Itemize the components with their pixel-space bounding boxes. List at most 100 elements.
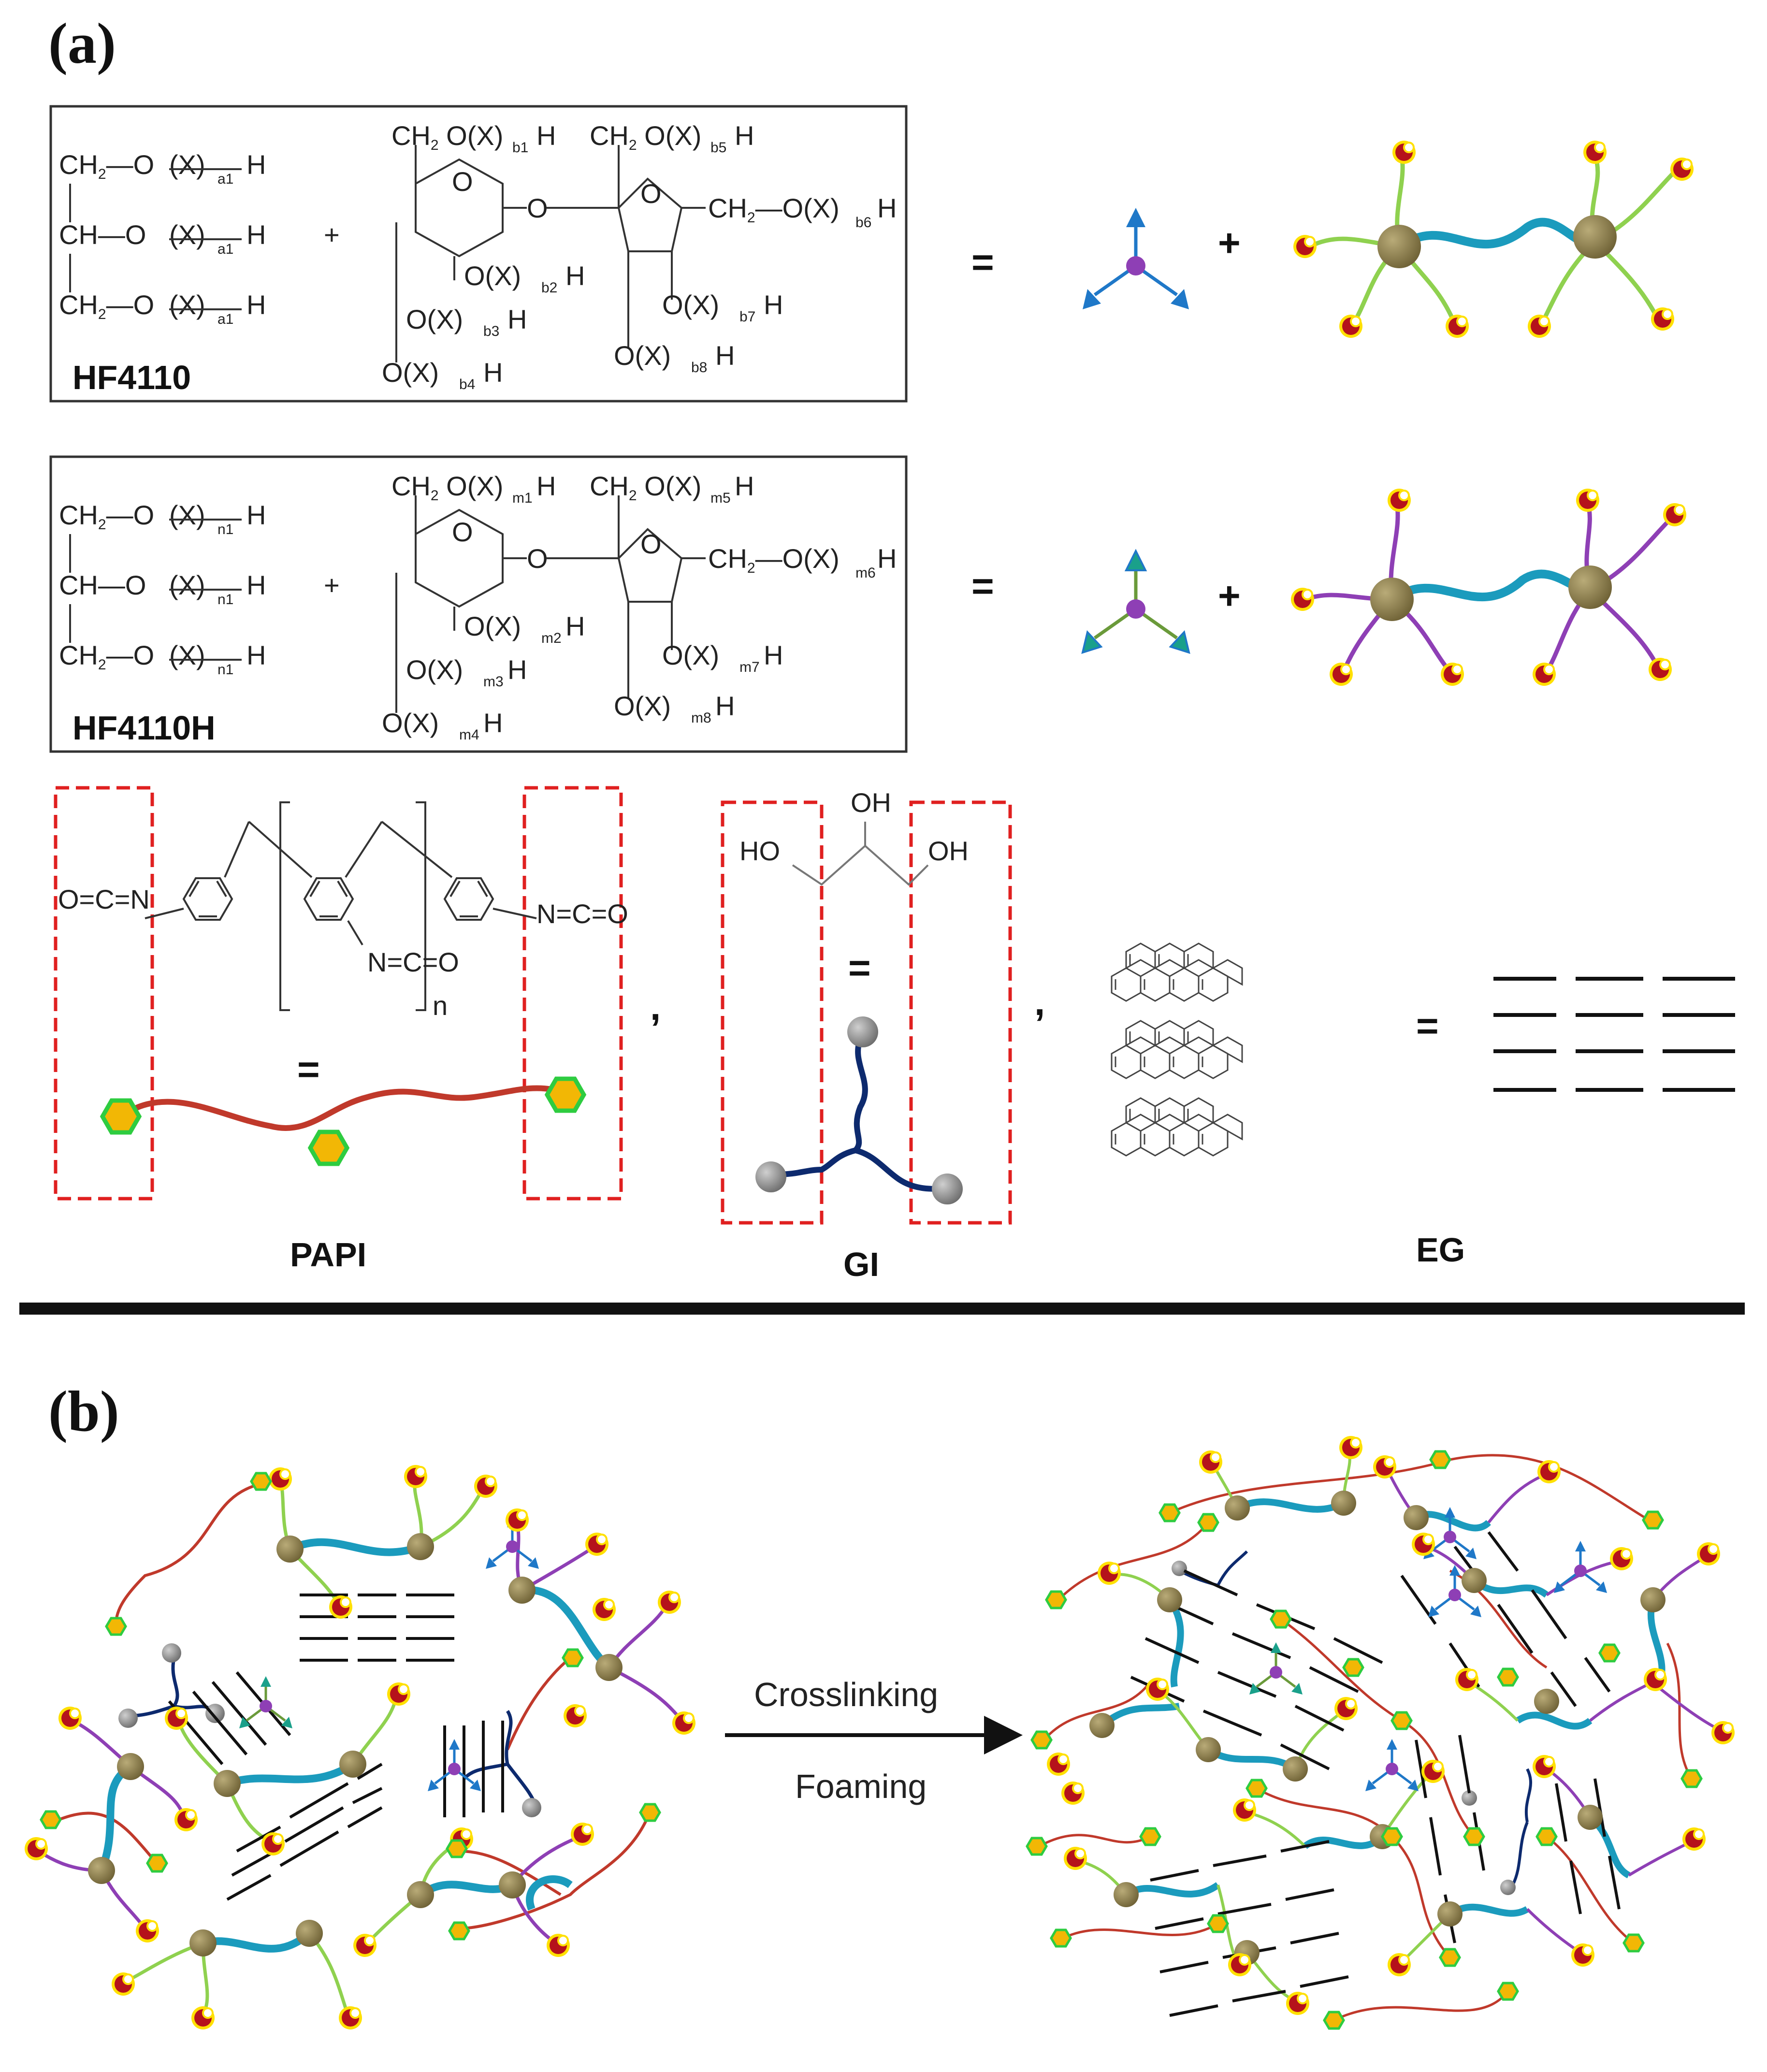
bridge-o: O xyxy=(527,543,548,574)
gi-block: HO OH OH = GI xyxy=(721,787,1012,1283)
svg-text:(X): (X) xyxy=(169,570,205,600)
svg-text:CH2—O: CH2—O xyxy=(59,290,154,322)
sub-m8: m8 xyxy=(691,710,711,726)
h-label: H xyxy=(764,290,783,320)
h-label: H xyxy=(764,640,783,670)
h-label: H xyxy=(536,471,556,501)
papi-block: n O=C=N N=C=O N=C=O = PAPI xyxy=(54,786,628,1274)
svg-text:O(X): O(X) xyxy=(614,340,671,371)
eg-name: EG xyxy=(1416,1231,1465,1269)
plus-sign: + xyxy=(1218,221,1241,264)
svg-text:CH2 O(X): CH2 O(X) xyxy=(590,471,701,504)
svg-text:CH2 O(X): CH2 O(X) xyxy=(391,471,503,504)
ring-o: O xyxy=(452,166,473,197)
svg-text:CH2 O(X): CH2 O(X) xyxy=(391,120,503,153)
hf4110-name: HF4110 xyxy=(72,359,191,396)
gi-oh-top: OH xyxy=(851,787,891,818)
h-label: H xyxy=(536,120,556,151)
svg-text:CH2—O(X): CH2—O(X) xyxy=(708,193,840,226)
hf4110h-cartoon xyxy=(1291,489,1686,686)
eg-sheets-icon xyxy=(1493,977,1735,1092)
svg-text:O(X): O(X) xyxy=(406,304,463,334)
equals-sign: = xyxy=(297,1048,320,1091)
comma: , xyxy=(1034,980,1045,1023)
panel-a-label: (a) xyxy=(48,11,116,75)
nco-mid: N=C=O xyxy=(367,947,459,977)
svg-text:O(X): O(X) xyxy=(614,691,671,721)
svg-text:O(X): O(X) xyxy=(382,357,439,388)
h-label: H xyxy=(565,261,585,291)
svg-text:O(X): O(X) xyxy=(662,640,719,670)
h-label: H xyxy=(715,340,735,371)
svg-text:O(X): O(X) xyxy=(464,611,521,641)
hf4110-sub-a1-2: a1 xyxy=(217,241,233,257)
nco-right: N=C=O xyxy=(536,898,628,929)
svg-text:(X): (X) xyxy=(169,500,205,530)
h-label: H xyxy=(483,357,503,388)
h-label: H xyxy=(246,570,266,600)
h-label: H xyxy=(246,640,266,670)
h-label: H xyxy=(483,708,503,738)
sub-m1: m1 xyxy=(512,490,533,506)
svg-text:CH2—O(X): CH2—O(X) xyxy=(708,543,840,576)
hf4110h-sub-n1-2: n1 xyxy=(217,592,233,608)
sub-b2: b2 xyxy=(541,280,557,296)
plus-sign: + xyxy=(1218,574,1241,617)
gi-oh-right: OH xyxy=(928,836,969,866)
crosslinked-foam-cluster xyxy=(1027,1436,1735,2029)
svg-text:O(X): O(X) xyxy=(464,261,521,291)
sub-b6: b6 xyxy=(855,215,871,231)
sub-b1: b1 xyxy=(512,140,528,156)
sub-b7: b7 xyxy=(739,309,755,325)
hf4110h-sub-n1-1: n1 xyxy=(217,522,233,537)
sub-m3: m3 xyxy=(483,674,504,690)
sub-b4: b4 xyxy=(459,377,475,392)
arrow-label-foaming: Foaming xyxy=(795,1768,927,1805)
h-label: H xyxy=(735,471,754,501)
svg-text:(X): (X) xyxy=(169,219,205,250)
papi-name: PAPI xyxy=(290,1236,366,1274)
bridge-o: O xyxy=(527,193,548,223)
sub-m5: m5 xyxy=(710,490,731,506)
svg-text:CH—O: CH—O xyxy=(59,570,146,600)
svg-text:O(X): O(X) xyxy=(382,708,439,738)
svg-text:CH2—O: CH2—O xyxy=(59,500,154,533)
svg-text:CH2—O: CH2—O xyxy=(59,149,154,182)
sub-m2: m2 xyxy=(541,630,562,646)
svg-text:O(X): O(X) xyxy=(406,654,463,685)
gi-ho: HO xyxy=(739,836,780,866)
eg-block: = EG xyxy=(1111,942,1735,1269)
precursor-mixture-cluster xyxy=(25,1465,695,2029)
h-label: H xyxy=(246,149,266,180)
tripod-blue-icon xyxy=(1083,208,1189,309)
hf4110-sub-a1-1: a1 xyxy=(217,171,233,187)
plus-sign: + xyxy=(324,219,340,250)
ring-o: O xyxy=(640,178,662,209)
equals-sign: = xyxy=(1416,1004,1439,1047)
h-label: H xyxy=(565,611,585,641)
gi-name: GI xyxy=(843,1246,879,1283)
svg-text:(X): (X) xyxy=(169,640,205,670)
h-label: H xyxy=(246,500,266,530)
h-label: H xyxy=(507,654,527,685)
sub-m6: m6 xyxy=(855,565,876,581)
plus-sign: + xyxy=(324,570,340,600)
sub-m4: m4 xyxy=(459,727,479,743)
sub-b8: b8 xyxy=(691,360,707,376)
hf4110h-name: HF4110H xyxy=(72,709,216,747)
papi-n: n xyxy=(433,990,448,1021)
h-label: H xyxy=(877,193,897,223)
svg-text:(X): (X) xyxy=(169,290,205,320)
comma: , xyxy=(650,985,661,1028)
svg-text:CH2—O: CH2—O xyxy=(59,640,154,673)
reaction-arrow: Crosslinking Foaming xyxy=(725,1676,1023,1805)
svg-text:(X): (X) xyxy=(169,149,205,180)
ring-o: O xyxy=(452,517,473,547)
h-label: H xyxy=(246,290,266,320)
svg-text:CH2 O(X): CH2 O(X) xyxy=(590,120,701,153)
equals-sign: = xyxy=(848,946,871,989)
